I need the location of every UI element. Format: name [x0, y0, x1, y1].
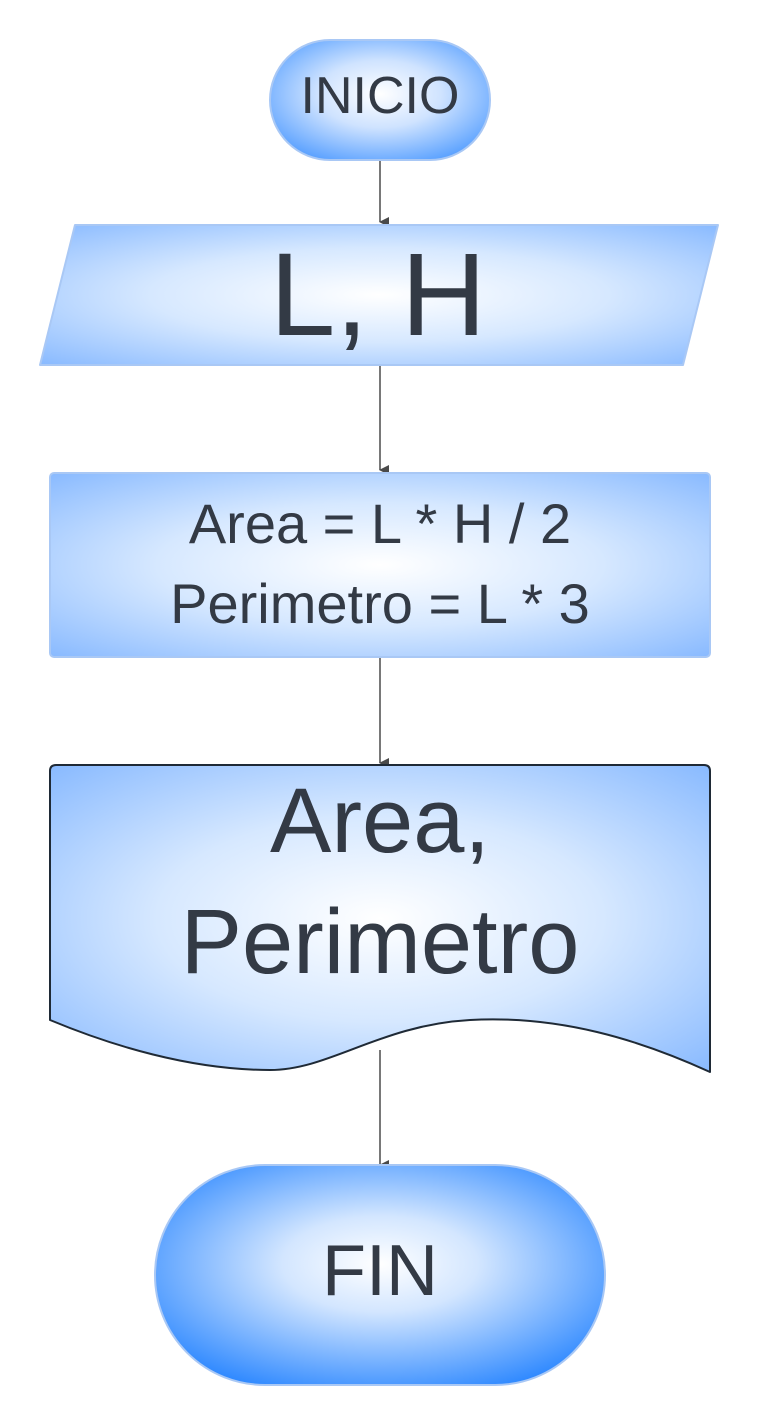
- process-line-1: Area = L * H / 2: [189, 492, 571, 555]
- start-node: INICIO: [269, 39, 491, 161]
- input-label: L, H: [270, 229, 486, 361]
- input-node: L, H: [39, 224, 719, 366]
- end-label: FIN: [322, 1231, 438, 1311]
- process-node: Area = L * H / 2 Perimetro = L * 3: [49, 472, 711, 658]
- start-label: INICIO: [301, 67, 460, 125]
- process-line-2: Perimetro = L * 3: [170, 572, 590, 635]
- output-node: Area, Perimetro: [49, 764, 711, 1073]
- output-line-1: Area,: [270, 770, 490, 872]
- output-line-2: Perimetro: [181, 891, 580, 993]
- end-node: FIN: [154, 1164, 606, 1386]
